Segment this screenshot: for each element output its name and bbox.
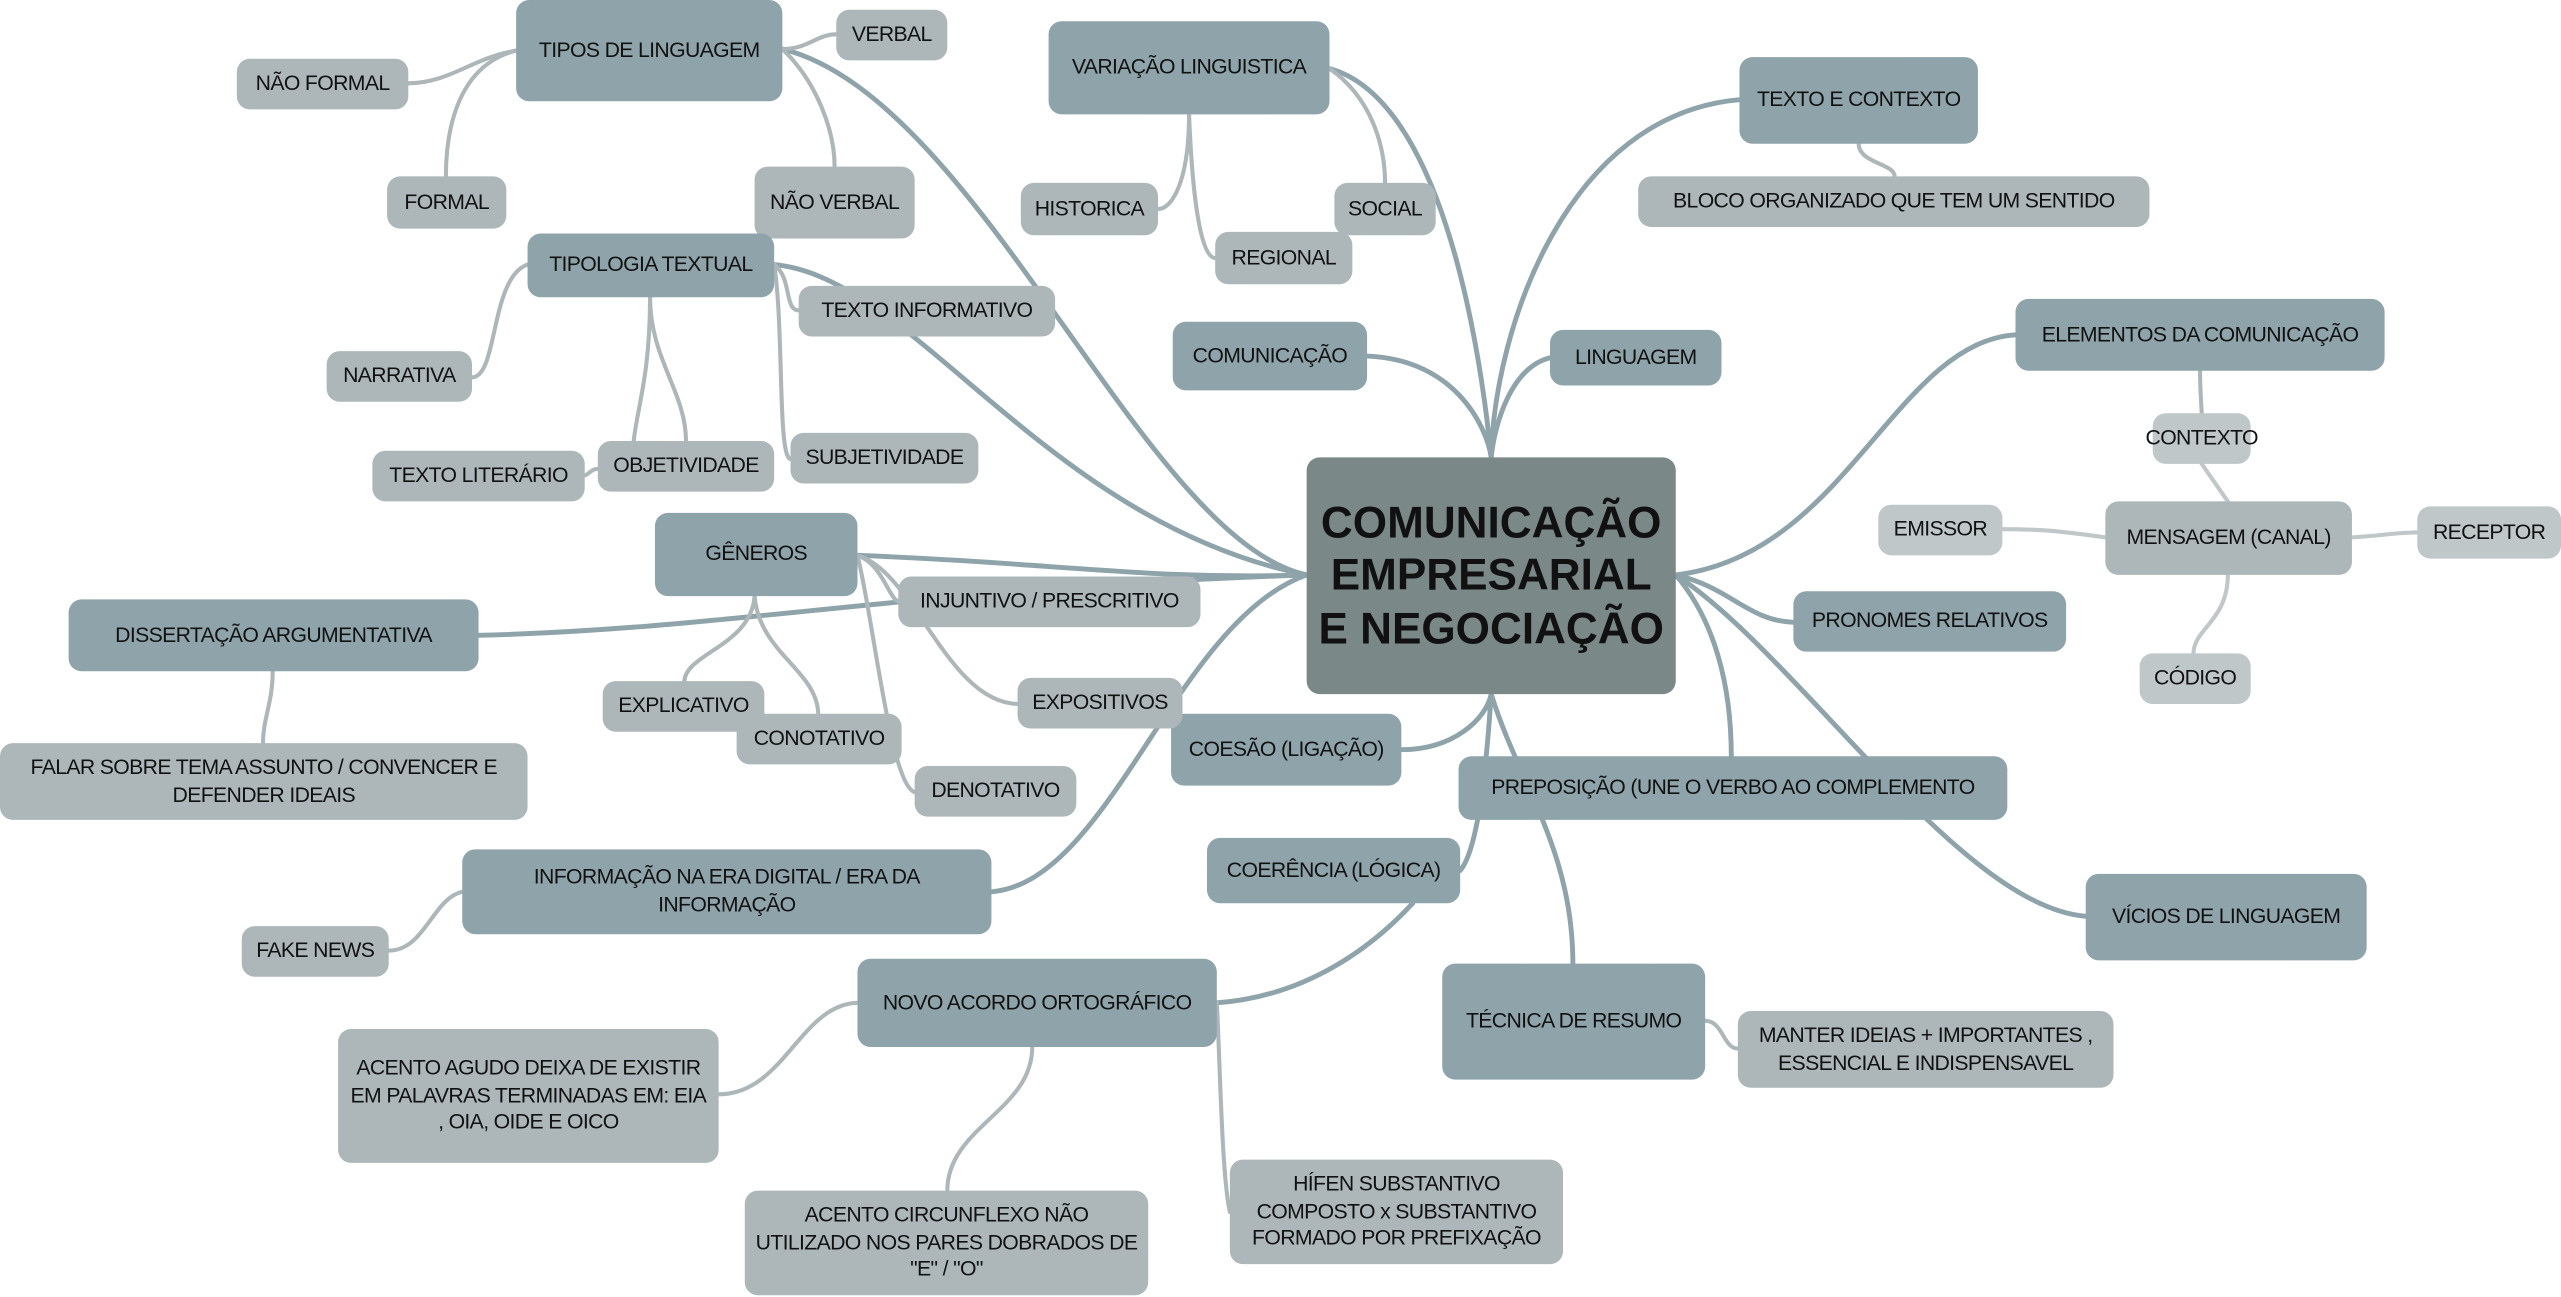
topic-elementos-comunicacao[interactable]: ELEMENTOS DA COMUNICAÇÃO xyxy=(2015,298,2385,371)
subtopic-injuntivo[interactable]: INJUNTIVO / PRESCRITIVO xyxy=(898,576,1201,628)
topic-informacao-digital[interactable]: INFORMAÇÃO NA ERA DIGITAL / ERA DA INFOR… xyxy=(462,849,992,935)
subtopic-bloco-organizado[interactable]: BLOCO ORGANIZADO QUE TEM UM SENTIDO xyxy=(1638,176,2150,228)
edge xyxy=(386,889,465,953)
topic-linguagem[interactable]: LINGUAGEM xyxy=(1550,329,1722,386)
subtopic-nao-verbal[interactable]: NÃO VERBAL xyxy=(754,166,915,239)
edge xyxy=(469,262,530,380)
edge xyxy=(780,46,837,169)
edge xyxy=(716,1000,860,1097)
subtopic-regional[interactable]: REGIONAL xyxy=(1215,231,1353,285)
subtopic-falar-sobre[interactable]: FALAR SOBRE TEMA ASSUNTO / CONVENCER E D… xyxy=(0,743,528,820)
subtopic-historica[interactable]: HISTORICA xyxy=(1020,182,1159,236)
subtopic-texto-informativo[interactable]: TEXTO INFORMATIVO xyxy=(798,285,1056,337)
subtopic-nao-formal[interactable]: NÃO FORMAL xyxy=(236,58,409,110)
subtopic-acento-agudo[interactable]: ACENTO AGUDO DEIXA DE EXISTIR EM PALAVRA… xyxy=(338,1028,719,1163)
edge xyxy=(582,466,600,478)
topic-preposicao[interactable]: PREPOSIÇÃO (UNE O VERBO AO COMPLEMENTO xyxy=(1458,756,2008,820)
edge xyxy=(1673,572,1796,625)
topic-pronomes-relativos[interactable]: PRONOMES RELATIVOS xyxy=(1793,591,2067,652)
subtopic-texto-literario[interactable]: TEXTO LITERÁRIO xyxy=(372,450,585,502)
subtopic-mensagem[interactable]: MENSAGEM (CANAL) xyxy=(2105,501,2352,575)
edge xyxy=(1856,141,1897,179)
edge xyxy=(779,46,1310,578)
edge xyxy=(1187,112,1218,261)
subtopic-conotativo[interactable]: CONOTATIVO xyxy=(736,713,902,765)
edge xyxy=(2349,530,2420,540)
subtopic-objetividade[interactable]: OBJETIVIDADE xyxy=(597,440,775,492)
edge xyxy=(631,295,653,444)
topic-novo-acordo[interactable]: NOVO ACORDO ORTOGRÁFICO xyxy=(857,958,1217,1047)
subtopic-acento-circunflexo[interactable]: ACENTO CIRCUNFLEXO NÃO UTILIZADO NOS PAR… xyxy=(744,1190,1149,1296)
subtopic-hifen[interactable]: HÍFEN SUBSTANTIVO COMPOSTO x SUBSTANTIVO… xyxy=(1229,1159,1564,1265)
edge xyxy=(1673,332,2018,578)
edge xyxy=(1364,353,1494,460)
edge xyxy=(1327,66,1388,185)
topic-comunicacao[interactable]: COMUNICAÇÃO xyxy=(1172,321,1368,391)
subtopic-explicativo[interactable]: EXPLICATIVO xyxy=(602,681,765,732)
edge xyxy=(780,32,839,52)
edge xyxy=(1703,1018,1740,1051)
topic-variacao-linguistica[interactable]: VARIAÇÃO LINGUISTICA xyxy=(1048,21,1330,115)
edge xyxy=(1673,572,1734,759)
edge xyxy=(1327,66,1494,460)
subtopic-formal[interactable]: FORMAL xyxy=(387,176,507,229)
subtopic-verbal[interactable]: VERBAL xyxy=(836,9,948,61)
edge xyxy=(988,572,1310,895)
topic-coerencia[interactable]: COERÊNCIA (LÓGICA) xyxy=(1207,837,1461,904)
edge xyxy=(752,594,821,716)
subtopic-narrativa[interactable]: NARRATIVA xyxy=(326,351,473,402)
subtopic-contexto[interactable]: CONTEXTO xyxy=(2146,413,2259,464)
edge xyxy=(945,1044,1035,1193)
edge xyxy=(855,553,1020,706)
topic-generos[interactable]: GÊNEROS xyxy=(654,512,858,597)
central-topic[interactable]: COMUNICAÇÃO EMPRESARIAL E NEGOCIAÇÃO xyxy=(1306,457,1676,695)
topic-dissertacao[interactable]: DISSERTAÇÃO ARGUMENTATIVA xyxy=(68,599,479,672)
subtopic-emissor[interactable]: EMISSOR xyxy=(1878,504,2003,556)
topic-tipos-linguagem[interactable]: TIPOS DE LINGUAGEM xyxy=(516,0,783,102)
edge xyxy=(1488,97,1742,460)
edge xyxy=(2198,368,2204,416)
edge xyxy=(2000,527,2108,540)
topic-tecnica-resumo[interactable]: TÉCNICA DE RESUMO xyxy=(1442,963,1706,1080)
subtopic-codigo[interactable]: CÓDIGO xyxy=(2139,653,2251,704)
topic-tipologia-textual[interactable]: TIPOLOGIA TEXTUAL xyxy=(527,233,775,298)
subtopic-subjetividade[interactable]: SUBJETIVIDADE xyxy=(790,432,979,484)
edge xyxy=(772,262,801,313)
edge xyxy=(1488,691,1576,967)
edge xyxy=(1214,1000,1232,1214)
edge xyxy=(260,669,275,746)
edge xyxy=(682,594,757,684)
subtopic-fake-news[interactable]: FAKE NEWS xyxy=(241,926,389,977)
edge xyxy=(1214,900,1416,1006)
edge xyxy=(2199,461,2230,504)
subtopic-receptor[interactable]: RECEPTOR xyxy=(2417,506,2561,559)
subtopic-denotativo[interactable]: DENOTATIVO xyxy=(914,766,1077,817)
subtopic-expositivos[interactable]: EXPOSITIVOS xyxy=(1017,677,1183,729)
topic-texto-contexto[interactable]: TEXTO E CONTEXTO xyxy=(1739,57,1978,144)
edge xyxy=(1155,112,1192,212)
edge xyxy=(772,262,793,461)
edge xyxy=(855,553,917,795)
topic-coesao[interactable]: COESÃO (LIGAÇÃO) xyxy=(1171,713,1402,786)
edge xyxy=(2191,572,2230,656)
subtopic-social[interactable]: SOCIAL xyxy=(1334,182,1436,236)
subtopic-manter-ideias[interactable]: MANTER IDEIAS + IMPORTANTES , ESSENCIAL … xyxy=(1737,1011,2114,1088)
edge xyxy=(648,295,689,444)
topic-vicios-linguagem[interactable]: VÍCIOS DE LINGUAGEM xyxy=(2085,873,2367,961)
edge xyxy=(443,48,519,179)
edge xyxy=(1398,691,1494,753)
edge xyxy=(771,262,1310,578)
